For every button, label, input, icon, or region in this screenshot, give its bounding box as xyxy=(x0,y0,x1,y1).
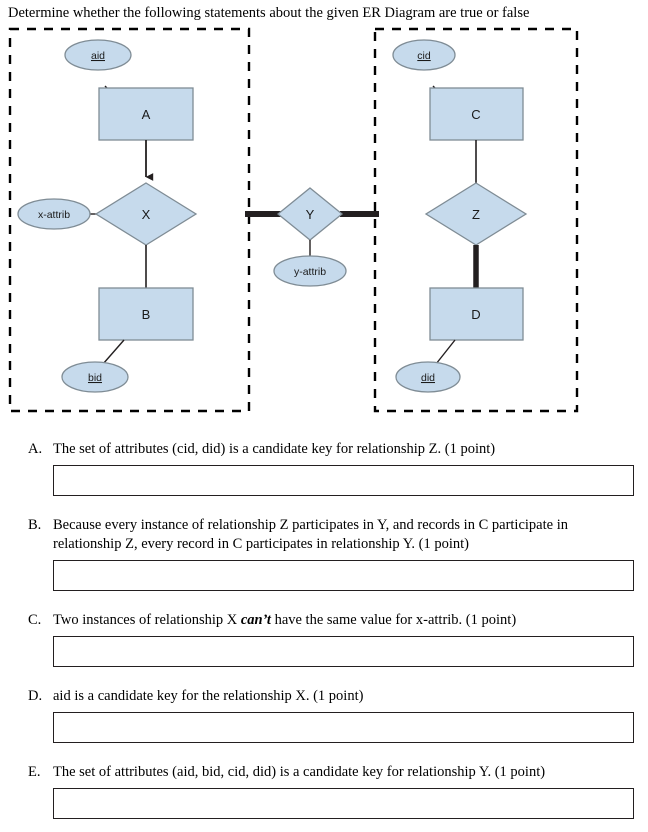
question-a-text: The set of attributes (cid, did) is a ca… xyxy=(53,441,496,457)
attribute-did xyxy=(395,361,461,393)
question-b: B. Because every instance of relationshi… xyxy=(0,516,648,591)
attribute-bid-label: bid xyxy=(88,372,102,384)
attribute-cid-label: cid xyxy=(417,50,431,62)
entity-B-label: B xyxy=(142,307,151,322)
question-d: D. aid is a candidate key for the relati… xyxy=(0,687,648,743)
entity-C-label: C xyxy=(471,107,480,122)
question-c-emphasis: can’t xyxy=(240,612,271,628)
entity-A-label: A xyxy=(142,107,151,122)
question-b-letter: B. xyxy=(28,517,42,533)
questions-list: A. The set of attributes (cid, did) is a… xyxy=(0,440,648,827)
relationship-Y-label: Y xyxy=(306,207,315,222)
entity-D-label: D xyxy=(471,307,480,322)
question-c: C. Two instances of relationship X can’t… xyxy=(0,611,648,667)
attribute-did-label: did xyxy=(421,372,435,384)
entity-D xyxy=(429,287,524,341)
question-c-text-before: Two instances of relationship X xyxy=(53,612,241,628)
edge-D-did xyxy=(435,339,456,365)
attribute-aid-label: aid xyxy=(91,50,105,62)
attribute-bid xyxy=(61,361,129,393)
question-a-letter: A. xyxy=(28,441,43,457)
question-d-letter: D. xyxy=(28,688,43,704)
entity-C xyxy=(429,87,524,141)
answer-box-d[interactable] xyxy=(53,712,634,743)
er-diagram: aid A x-attrib X B bid Y y-attri xyxy=(0,22,648,422)
page-title: Determine whether the following statemen… xyxy=(8,5,530,21)
attribute-x-attrib-label: x-attrib xyxy=(38,209,70,221)
attribute-y-attrib-label: y-attrib xyxy=(294,266,326,278)
answer-box-e[interactable] xyxy=(53,788,634,819)
question-e-text: The set of attributes (aid, bid, cid, di… xyxy=(53,764,546,780)
question-e-letter: E. xyxy=(28,764,41,780)
question-d-text: aid is a candidate key for the relations… xyxy=(53,688,364,704)
attribute-x-attrib xyxy=(17,198,91,230)
question-e: E. The set of attributes (aid, bid, cid,… xyxy=(0,763,648,819)
attribute-cid xyxy=(392,39,456,71)
answer-box-a[interactable] xyxy=(53,465,634,496)
question-c-letter: C. xyxy=(28,612,42,628)
right-group-boundary xyxy=(373,27,579,413)
attribute-y-attrib xyxy=(273,255,347,287)
question-b-text: Because every instance of relationship Z… xyxy=(53,517,568,552)
entity-A xyxy=(98,87,194,141)
question-c-text-after: have the same value for x-attrib. (1 poi… xyxy=(270,612,517,628)
relationship-X-label: X xyxy=(142,207,151,222)
answer-box-b[interactable] xyxy=(53,560,634,591)
answer-box-c[interactable] xyxy=(53,636,634,667)
left-group-boundary xyxy=(8,27,251,413)
entity-B xyxy=(98,287,194,341)
edge-B-bid xyxy=(102,339,125,365)
question-a: A. The set of attributes (cid, did) is a… xyxy=(0,440,648,496)
relationship-Z-label: Z xyxy=(472,207,480,222)
question-c-text: Two instances of relationship X can’t ha… xyxy=(53,611,631,630)
attribute-aid xyxy=(64,39,132,71)
